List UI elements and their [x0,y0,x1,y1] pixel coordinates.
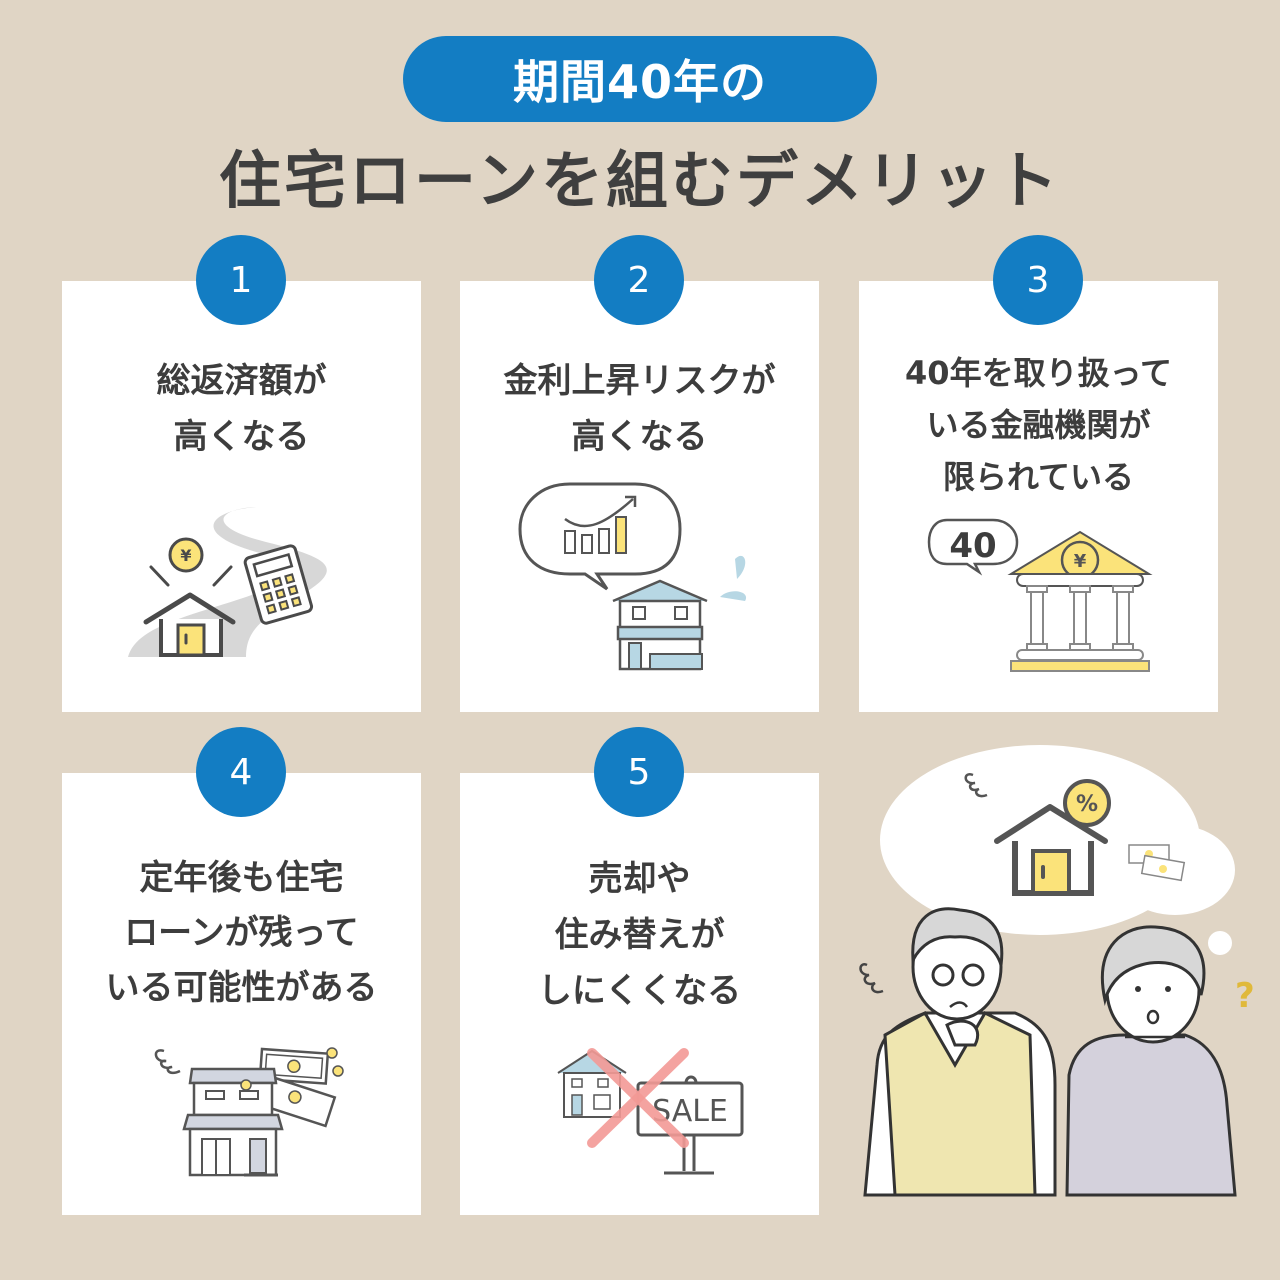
card-line: 住み替えが [554,915,725,955]
card-line: いる可能性がある [105,968,378,1008]
card-text: 総返済額が 高くなる [62,353,421,465]
card-text: 金利上昇リスクが 高くなる [460,353,819,465]
card-text: 40年を取り扱って いる金融機関が 限られている [859,347,1218,503]
svg-text:%: % [1076,792,1098,817]
house-percent-money-icon: % [964,773,1186,896]
pill-label: 期間40年の [512,55,767,109]
bank-40-bubble-icon: 40 ¥ [927,518,1153,672]
house-yen-calculator-road-icon: ¥ [128,507,327,657]
number-badge: 5 [594,727,684,817]
card-2: 2 金利上昇リスクが 高くなる [460,235,819,712]
card-line: 売却や [588,859,691,899]
house-sale-sign-crossed-icon: SALE [557,1048,744,1175]
card-3: 3 40年を取り扱って いる金融機関が 限られている 40 ¥ [859,235,1218,712]
card-text: 定年後も住宅 ローンが残って いる可能性がある [62,851,421,1016]
rising-chart-house-icon [518,482,747,671]
card-line: 限られている [942,458,1135,496]
number-badge: 4 [196,727,286,817]
card-line: ローンが残って [124,913,359,953]
svg-text:¥: ¥ [180,546,191,565]
card-line: 高くなる [571,417,708,457]
number-badge: 1 [196,235,286,325]
title-pill: 期間40年の [403,36,877,122]
page-title: 住宅ローンを組むデメリット [219,144,1061,217]
number-badge: 2 [594,235,684,325]
card-1: 1 総返済額が 高くなる ¥ [62,235,421,712]
card-line: しにくくなる [537,971,742,1011]
card-line: 40年を取り扱って [905,354,1172,392]
card-line: 金利上昇リスクが [503,361,776,401]
card-line: 高くなる [173,417,310,457]
svg-text:?: ? [1235,976,1255,1016]
svg-text:¥: ¥ [1074,551,1087,572]
card-4: 4 定年後も住宅 ローンが残って いる可能性がある [62,727,421,1215]
card-line: 定年後も住宅 [139,858,344,898]
card-line: いる金融機関が [926,406,1151,444]
card-line: 総返済額が [156,361,327,401]
house-money-worry-icon [154,1047,344,1177]
card-text: 売却や 住み替えが しにくくなる [460,851,819,1019]
card-5: 5 売却や 住み替えが しにくくなる SALE [460,727,819,1215]
svg-text:40: 40 [949,526,996,566]
number-badge: 3 [993,235,1083,325]
elderly-couple-worried-thinking-icon: % ? [859,745,1255,1197]
